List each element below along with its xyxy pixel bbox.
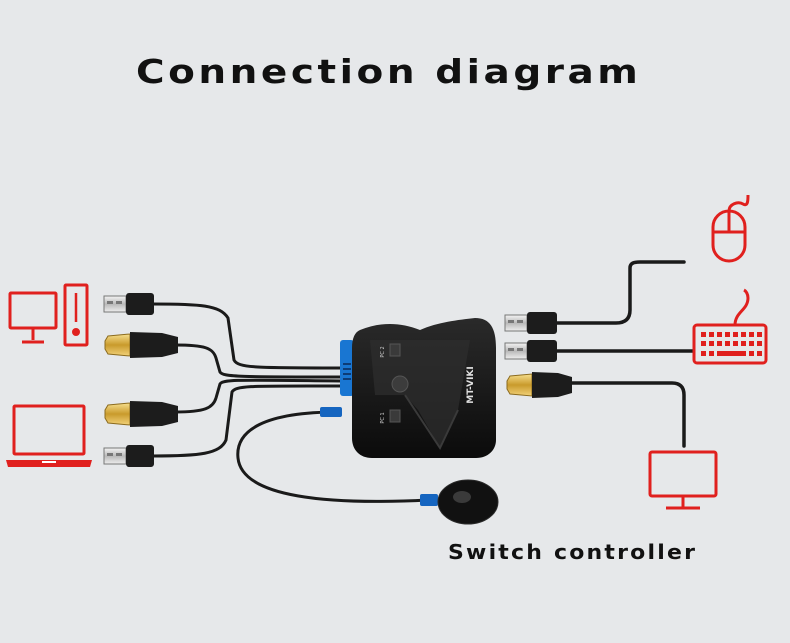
usb-plug-mouse	[504, 312, 557, 334]
controller-plug-blue	[420, 494, 438, 506]
switch-controller-caption: Switch controller	[448, 540, 698, 564]
switch-button[interactable]	[391, 375, 409, 393]
switch-controller-puck[interactable]	[437, 479, 499, 525]
hdmi-plug-monitor	[506, 372, 572, 398]
desktop-pc-icon	[8, 283, 89, 347]
port-2-label: PC 2	[380, 346, 386, 357]
hdmi-plug-top-left	[104, 332, 178, 358]
usb-plug-top-left	[103, 293, 154, 315]
port-1-label: PC 1	[380, 412, 386, 423]
device-brand: MT-VIKI	[466, 366, 476, 404]
mouse-icon	[711, 194, 750, 263]
keyboard-icon	[692, 288, 768, 365]
kvm-switch-device: PC 2 PC 1 MT-VIKI	[340, 318, 496, 458]
monitor-icon	[648, 450, 718, 510]
laptop-icon	[6, 404, 92, 467]
usb-plug-keyboard	[504, 340, 557, 362]
keyboard-keys	[701, 332, 762, 356]
pc2-led	[389, 343, 401, 357]
controller-cable	[236, 410, 429, 503]
usb-plug-bottom-left	[103, 445, 154, 467]
controller-cable-blue-sleeve	[320, 407, 342, 417]
pc1-led	[389, 409, 401, 423]
right-cables	[553, 260, 695, 448]
left-cable-bundle	[150, 302, 352, 458]
diagram-title: Connection diagram	[136, 52, 642, 91]
hdmi-plug-bottom-left	[104, 401, 178, 427]
